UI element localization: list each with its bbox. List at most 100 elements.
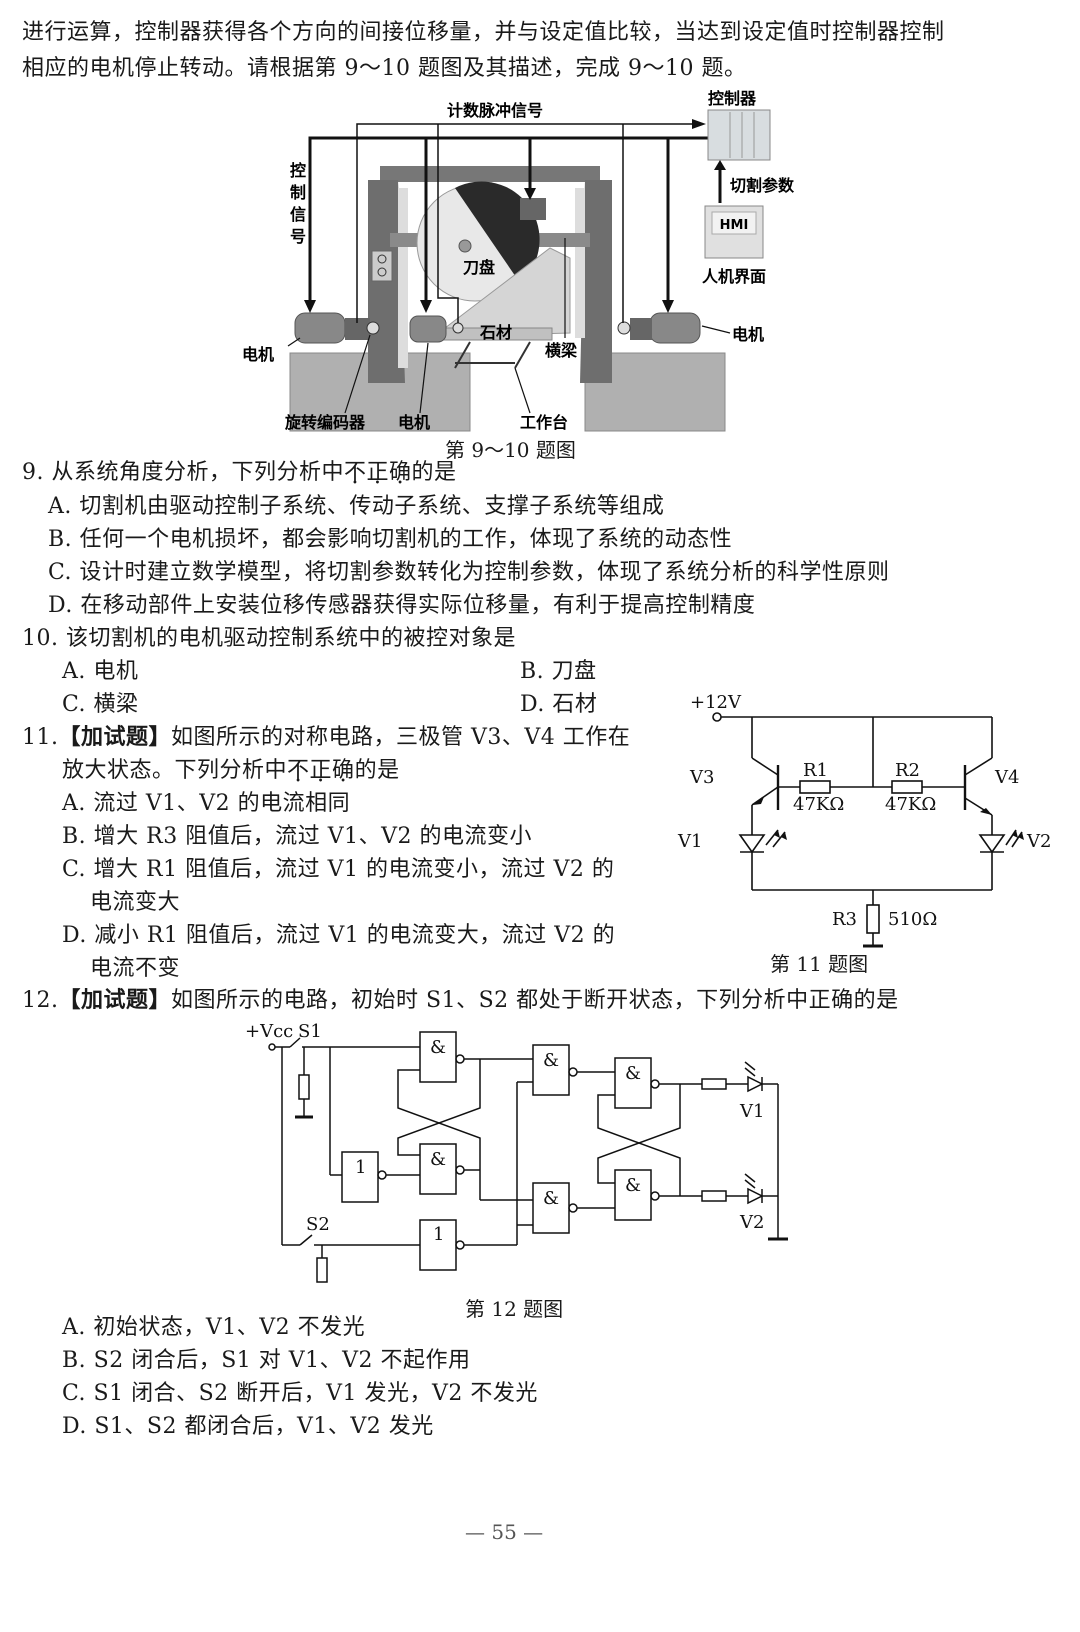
right-rack: [575, 188, 585, 338]
q11-number: 11.: [22, 725, 59, 750]
q9-option-d: D. 在移动部件上安装位移传感器获得实际位移量，有利于提高控制精度: [48, 593, 756, 618]
supply-terminal: [712, 712, 722, 722]
nand-f-symbol: &: [625, 1175, 641, 1196]
q12-option-d: D. S1、S2 都闭合后，V1、V2 发光: [62, 1414, 434, 1439]
stone-label: 石材: [479, 323, 512, 342]
gantry-right-column: [580, 180, 612, 383]
nand-d-symbol: &: [543, 1188, 559, 1209]
q10-option-a: A. 电机: [62, 659, 139, 684]
blade-label: 刀盘: [463, 258, 495, 277]
intro-line-1: 进行运算，控制器获得各个方向的间接位移量，并与设定值比较，当达到设定值时控制器控…: [22, 20, 945, 45]
r2-resistor: [891, 780, 923, 794]
v2-led: [747, 1187, 764, 1205]
control-signal-char-4: 号: [290, 227, 306, 246]
r1-label: R1: [803, 760, 828, 781]
q11-stem-line-2: 放大状态。下列分析中不正确的是: [62, 756, 400, 786]
q9-option-b: B. 任何一个电机损坏，都会影响切割机的工作，体现了系统的动态性: [48, 527, 733, 552]
q12-stem-text: 如图所示的电路，初始时 S1、S2 都处于断开状态，下列分析中正确的是: [171, 988, 899, 1013]
v4-label: V4: [994, 767, 1019, 788]
hmi-screen-label: HMI: [720, 218, 749, 233]
q11-option-a: A. 流过 V1、V2 的电流相同: [62, 791, 351, 816]
q12-circuit-figure: +Vcc S1 S2 & & & & & & 1 1 V1 V2: [245, 1021, 788, 1283]
v1-resistor: [701, 1078, 727, 1090]
v2-label: V2: [739, 1212, 764, 1233]
s2-pulldown-resistor: [316, 1257, 328, 1283]
q9-stem: 9. 从系统角度分析，下列分析中不正确的是: [22, 458, 457, 488]
s2-label: S2: [306, 1214, 330, 1235]
gantry-top: [380, 166, 600, 182]
encoder-mid: [452, 322, 464, 334]
motor-left: [294, 312, 370, 344]
control-box: [371, 250, 393, 282]
hmi-label: 人机界面: [702, 267, 766, 286]
q11-emph-1: 不: [287, 758, 310, 783]
r3-value: 510Ω: [888, 909, 937, 930]
blade-guard: [455, 181, 540, 283]
not-2-symbol: 1: [433, 1224, 444, 1245]
q9-option-a: A. 切割机由驱动控制子系统、传动子系统、支撑子系统等组成: [48, 494, 665, 519]
nand-c-symbol: &: [543, 1050, 559, 1071]
motor-mid: [409, 315, 447, 343]
q11-emph-2: 正: [310, 758, 333, 783]
v2-label: V2: [1026, 831, 1051, 852]
controller-device: [707, 109, 771, 161]
r1-resistor: [799, 780, 831, 794]
q9-emph-2: 正: [367, 460, 390, 485]
cutting-machine-figure: HMI 计数脉冲信号 控制器 切割参数 人机界面 控 制 信 号 刀盘 石材 横…: [242, 89, 795, 432]
beam-label: 横梁: [545, 341, 578, 360]
not-1-symbol: 1: [355, 1157, 366, 1178]
s1-switch[interactable]: [289, 1037, 301, 1048]
v1-led: [747, 1075, 764, 1093]
table-label: 工作台: [520, 413, 568, 432]
q11-option-d-cont: 电流不变: [90, 956, 181, 981]
s1-label: S1: [298, 1021, 322, 1042]
q11-option-c-cont: 电流变大: [90, 890, 181, 915]
r3-resistor: [866, 904, 880, 934]
q12-stem: 12.【加试题】如图所示的电路，初始时 S1、S2 都处于断开状态，下列分析中正…: [22, 986, 899, 1016]
encoder-left: [366, 321, 380, 335]
q9-stem-pre: 9. 从系统角度分析，下列分析中: [22, 460, 344, 485]
q12-option-a: A. 初始状态，V1、V2 不发光: [62, 1315, 366, 1340]
blade-motor: [520, 198, 546, 220]
nand-e-symbol: &: [625, 1063, 641, 1084]
q9-emph-3: 确: [389, 460, 412, 485]
q11-stem-line-1: 11.【加试题】如图所示的对称电路，三极管 V3、V4 工作在: [22, 723, 630, 753]
q11-emph-3: 确: [332, 758, 355, 783]
controller-label: 控制器: [708, 89, 757, 108]
q9-emph-1: 不: [344, 460, 367, 485]
pulse-signal-label: 计数脉冲信号: [447, 101, 543, 120]
fig11-caption: 第 11 题图: [770, 952, 869, 976]
v2-resistor: [701, 1190, 727, 1202]
intro-line-2: 相应的电机停止转动。请根据第 9～10 题图及其描述，完成 9～10 题。: [22, 56, 747, 81]
r3-label: R3: [832, 909, 857, 930]
cut-params-label: 切割参数: [730, 176, 795, 195]
s2-switch[interactable]: [299, 1234, 313, 1246]
control-signal-char-3: 信: [290, 205, 306, 224]
supply-label: +12V: [690, 692, 742, 713]
q12-option-c: C. S1 闭合、S2 断开后，V1 发光，V2 不发光: [62, 1381, 538, 1406]
control-signal-char-1: 控: [290, 161, 306, 180]
q11-stem-post: 的是: [354, 758, 400, 783]
motor-right: [630, 312, 701, 344]
q11-stem-text: 如图所示的对称电路，三极管 V3、V4 工作在: [171, 725, 631, 750]
q12-tag: 【加试题】: [58, 988, 172, 1013]
q10-option-b: B. 刀盘: [520, 659, 597, 684]
v2-led: [978, 834, 1006, 854]
r1-value: 47KΩ: [793, 794, 844, 815]
q9-stem-post: 的是: [411, 460, 457, 485]
q12-number: 12.: [22, 988, 59, 1013]
fig12-caption: 第 12 题图: [465, 1297, 564, 1321]
encoder-right: [617, 321, 631, 335]
encoder-label: 旋转编码器: [284, 413, 366, 432]
q10-option-c: C. 横梁: [62, 692, 139, 717]
work-table: [454, 341, 531, 369]
q11-tag: 【加试题】: [58, 725, 172, 750]
vcc-terminal: [268, 1043, 276, 1051]
q10-option-d: D. 石材: [520, 692, 598, 717]
v1-led: [738, 834, 766, 854]
q11-stem-pre: 放大状态。下列分析中: [62, 758, 288, 783]
motor-mid-label: 电机: [398, 413, 430, 432]
q11-circuit-figure: +12V R1 47KΩ R2 47KΩ V3 V4 V1 V2 R3 510Ω: [677, 692, 1051, 948]
v1-label: V1: [677, 831, 702, 852]
control-signal-char-2: 制: [290, 183, 306, 202]
